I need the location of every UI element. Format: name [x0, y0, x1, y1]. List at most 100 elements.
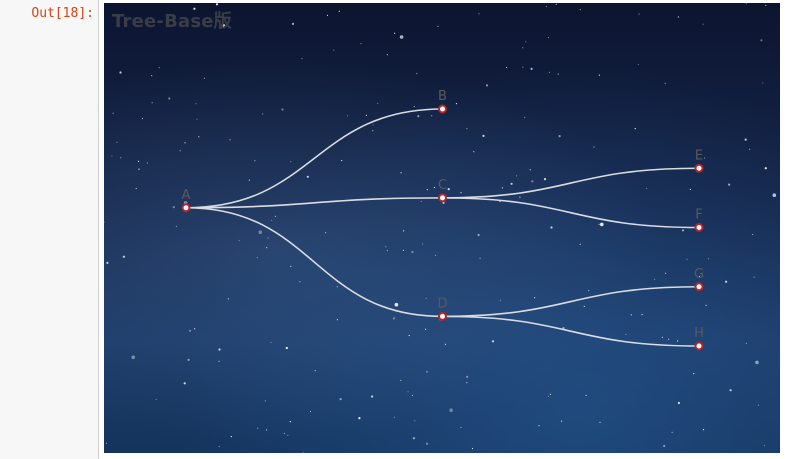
star: [221, 23, 225, 28]
node-D[interactable]: [438, 311, 447, 321]
star: [593, 146, 595, 148]
star: [677, 401, 681, 405]
node-C[interactable]: [438, 193, 447, 203]
edge-C-E: [442, 167, 700, 199]
star: [336, 319, 338, 321]
star: [522, 47, 524, 49]
star: [179, 150, 181, 152]
star: [111, 155, 113, 157]
node-B[interactable]: [438, 104, 447, 114]
star: [425, 442, 429, 445]
star: [548, 71, 550, 73]
star: [408, 334, 410, 337]
star: [460, 192, 462, 194]
star: [195, 103, 197, 105]
star: [407, 391, 409, 393]
star: [725, 280, 728, 283]
star: [745, 3, 747, 5]
star: [416, 72, 418, 75]
star: [757, 404, 760, 406]
star: [550, 226, 553, 229]
star: [437, 25, 439, 27]
star: [547, 36, 549, 39]
star: [529, 169, 531, 171]
star: [392, 317, 395, 320]
star: [545, 5, 547, 8]
star: [447, 188, 450, 191]
star: [184, 142, 186, 144]
star: [151, 75, 153, 77]
node-H[interactable]: [694, 341, 704, 351]
star: [482, 134, 485, 137]
star: [119, 71, 122, 74]
star: [641, 314, 643, 316]
star: [764, 167, 767, 170]
star: [729, 389, 732, 392]
star: [266, 247, 268, 249]
node-G[interactable]: [694, 282, 704, 292]
star: [227, 298, 229, 300]
star: [372, 130, 374, 132]
star: [585, 394, 587, 396]
edge-D-G: [442, 285, 700, 318]
star: [122, 255, 125, 258]
star: [105, 442, 108, 444]
star: [254, 160, 256, 162]
star: [399, 35, 404, 39]
star: [198, 136, 200, 138]
star: [693, 373, 695, 375]
star: [326, 14, 329, 16]
star: [151, 102, 153, 104]
star: [499, 299, 501, 301]
star: [763, 445, 766, 447]
star: [168, 97, 171, 100]
star: [689, 188, 692, 190]
star: [501, 187, 503, 189]
star: [290, 265, 292, 267]
star: [471, 447, 474, 450]
star: [267, 237, 269, 239]
star: [386, 250, 388, 252]
star: [455, 103, 458, 105]
star: [411, 394, 413, 397]
star: [765, 4, 767, 6]
star: [668, 338, 670, 340]
star: [137, 160, 140, 162]
star: [702, 23, 704, 25]
star: [403, 230, 405, 232]
node-A[interactable]: [181, 203, 191, 213]
star: [155, 398, 157, 401]
star: [325, 232, 327, 234]
star: [433, 186, 435, 189]
star: [745, 342, 747, 344]
star: [257, 427, 259, 429]
star: [519, 196, 521, 198]
tree-edges: [185, 108, 700, 347]
star: [425, 297, 427, 299]
edge-D-H: [442, 315, 700, 347]
star: [637, 63, 640, 66]
star: [705, 304, 707, 306]
node-F[interactable]: [694, 223, 704, 232]
star: [506, 66, 508, 69]
star: [172, 206, 175, 209]
star: [744, 138, 747, 141]
star: [664, 82, 666, 84]
node-E[interactable]: [694, 163, 704, 173]
star: [599, 421, 601, 423]
star: [266, 429, 268, 431]
star: [262, 113, 264, 115]
star: [146, 162, 148, 164]
node-label-D: D: [437, 296, 447, 311]
star: [131, 355, 135, 360]
star: [341, 159, 343, 162]
star: [413, 105, 415, 108]
star: [522, 66, 524, 68]
node-label-E: E: [695, 148, 703, 163]
star: [358, 417, 361, 420]
node-label-B: B: [438, 89, 447, 104]
star: [749, 148, 751, 150]
star: [478, 13, 480, 15]
